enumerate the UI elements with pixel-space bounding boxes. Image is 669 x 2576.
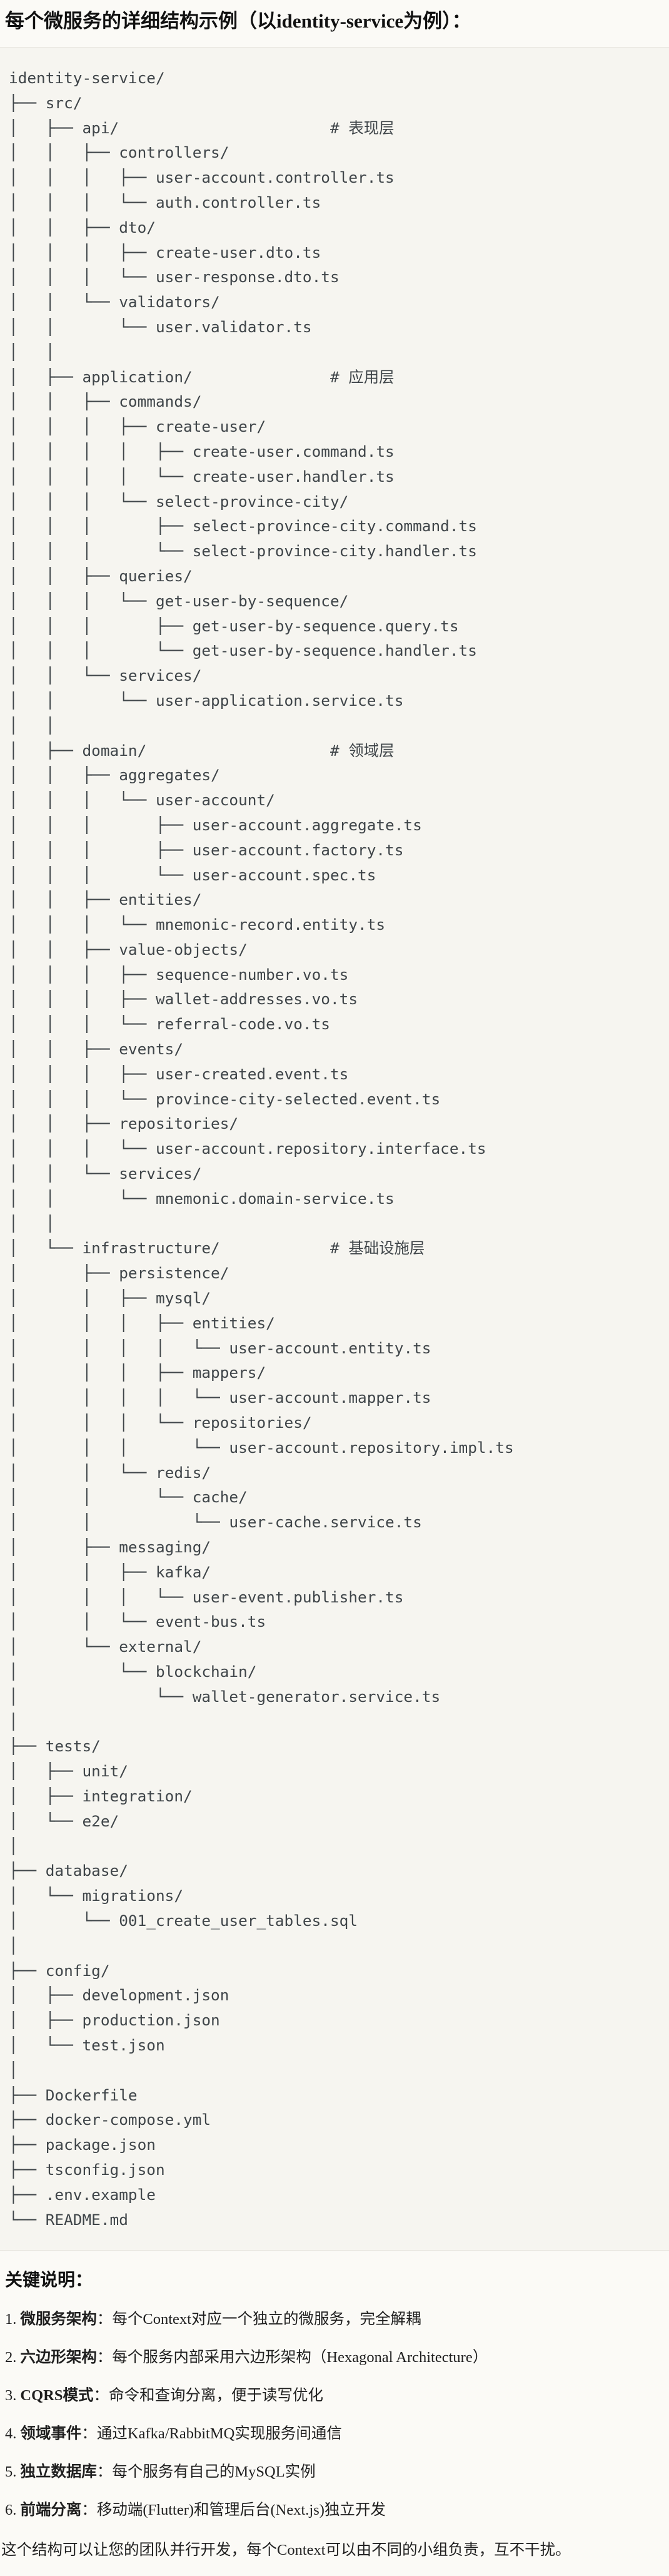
notes-heading: 关键说明： — [5, 2271, 93, 2291]
note-label: 前端分离 — [20, 2502, 82, 2519]
note-number: 5. — [5, 2463, 17, 2481]
note-item: 5.独立数据库：每个服务有自己的MySQL实例 — [5, 2463, 664, 2482]
note-item: 4.领域事件：通过Kafka/RabbitMQ实现服务间通信 — [5, 2425, 664, 2443]
note-text: ：通过Kafka/RabbitMQ实现服务间通信 — [81, 2425, 342, 2443]
note-number: 6. — [5, 2502, 17, 2519]
page-title: 每个微服务的详细结构示例（以identity-service为例）： — [5, 10, 471, 32]
note-number: 2. — [5, 2349, 17, 2366]
note-item: 3.CQRS模式：命令和查询分离，便于读写优化 — [5, 2386, 664, 2405]
notes-list: 1.微服务架构：每个Context对应一个独立的微服务，完全解耦 2.六边形架构… — [5, 2310, 664, 2520]
note-label: 微服务架构 — [20, 2311, 97, 2328]
directory-tree: identity-service/ ├── src/ │ ├── api/ # … — [9, 69, 514, 2229]
note-number: 3. — [5, 2387, 17, 2405]
note-text: ：移动端(Flutter)和管理后台(Next.js)独立开发 — [81, 2502, 386, 2519]
code-block: identity-service/ ├── src/ │ ├── api/ # … — [0, 47, 669, 2251]
note-label: 领域事件 — [20, 2425, 82, 2443]
note-text: ：每个Context对应一个独立的微服务，完全解耦 — [96, 2311, 421, 2328]
note-label: CQRS模式 — [20, 2387, 94, 2405]
note-label: 六边形架构 — [20, 2349, 97, 2366]
closing-paragraph: 这个结构可以让您的团队并行开发，每个Context可以由不同的小组负责，互不干扰… — [1, 2542, 571, 2559]
note-text: ：每个服务有自己的MySQL实例 — [96, 2463, 316, 2481]
note-label: 独立数据库 — [20, 2463, 97, 2481]
note-number: 1. — [5, 2311, 17, 2328]
note-number: 4. — [5, 2425, 17, 2443]
note-text: ：命令和查询分离，便于读写优化 — [93, 2387, 323, 2405]
note-item: 2.六边形架构：每个服务内部采用六边形架构（Hexagonal Architec… — [5, 2348, 664, 2367]
note-text: ：每个服务内部采用六边形架构（Hexagonal Architecture） — [96, 2349, 488, 2366]
note-item: 1.微服务架构：每个Context对应一个独立的微服务，完全解耦 — [5, 2310, 664, 2329]
note-item: 6.前端分离：移动端(Flutter)和管理后台(Next.js)独立开发 — [5, 2501, 664, 2520]
